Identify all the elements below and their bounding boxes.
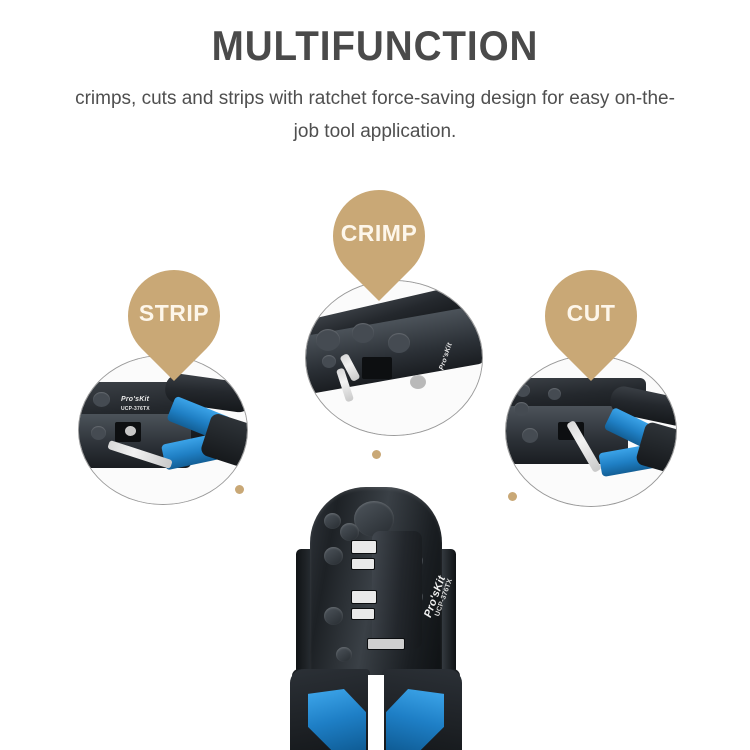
hero-die-icon-4 [324, 607, 343, 625]
decorative-dot [508, 492, 517, 501]
tool-die-icon-1 [516, 384, 530, 397]
tool-screw-icon [410, 375, 426, 389]
tool-die-icon-3 [388, 333, 410, 353]
tool-die-icon-2 [514, 402, 529, 416]
tool-die-icon-4 [522, 428, 538, 443]
tool-pivot-icon [93, 392, 110, 407]
hero-tool-head: Pro'sKit UCP-376TX [310, 487, 454, 683]
photo-cut-content [506, 356, 676, 506]
hero-die-slot-4p [352, 591, 376, 603]
tool-screw-icon [125, 426, 136, 436]
tool-die-slot [362, 357, 392, 379]
hero-crimp-jaw [372, 531, 422, 649]
hero-die-icon-2 [340, 523, 359, 541]
photo-crimp-content: Pro'sKit [306, 281, 482, 435]
hero-die-slot-8p [352, 541, 376, 553]
callout-pin-strip: STRIP [108, 250, 240, 382]
hero-die-icon-1 [324, 513, 341, 529]
detail-photo-crimp: Pro'sKit [305, 280, 483, 436]
hero-product-image: Pro'sKit UCP-376TX [288, 487, 464, 750]
callout-pin-cut: CUT [525, 250, 657, 382]
hero-die-slot-aux [352, 609, 374, 619]
page-subtitle: crimps, cuts and strips with ratchet for… [75, 88, 675, 143]
photo-brand-label: Pro'sKit [121, 396, 150, 403]
hero-blade [368, 639, 404, 649]
hero-die-icon-3 [324, 547, 343, 565]
callout-label-strip: STRIP [138, 299, 210, 326]
callout-label-cut: CUT [566, 299, 616, 326]
tool-die-icon [91, 426, 106, 440]
decorative-dot [372, 450, 381, 459]
photo-model-label: UCP-376TX [121, 406, 150, 412]
decorative-dot [235, 485, 244, 494]
photo-strip-content: Pro'sKit UCP-376TX [79, 356, 247, 504]
callout-pin-crimp: CRIMP [313, 170, 445, 302]
tool-pin-icon [322, 355, 336, 368]
hero-die-slot-6p [352, 559, 374, 569]
header: MULTIFUNCTION crimps, cuts and strips wi… [0, 22, 750, 149]
tool-die-icon-2 [352, 323, 374, 343]
detail-photo-strip: Pro'sKit UCP-376TX [78, 355, 248, 505]
hero-handle-gap [368, 675, 384, 750]
tool-die-icon-1 [316, 329, 340, 351]
page-title: MULTIFUNCTION [211, 22, 539, 69]
hero-die-icon-7 [336, 647, 352, 662]
tool-die-icon-3 [548, 388, 561, 400]
callout-label-crimp: CRIMP [340, 219, 418, 246]
